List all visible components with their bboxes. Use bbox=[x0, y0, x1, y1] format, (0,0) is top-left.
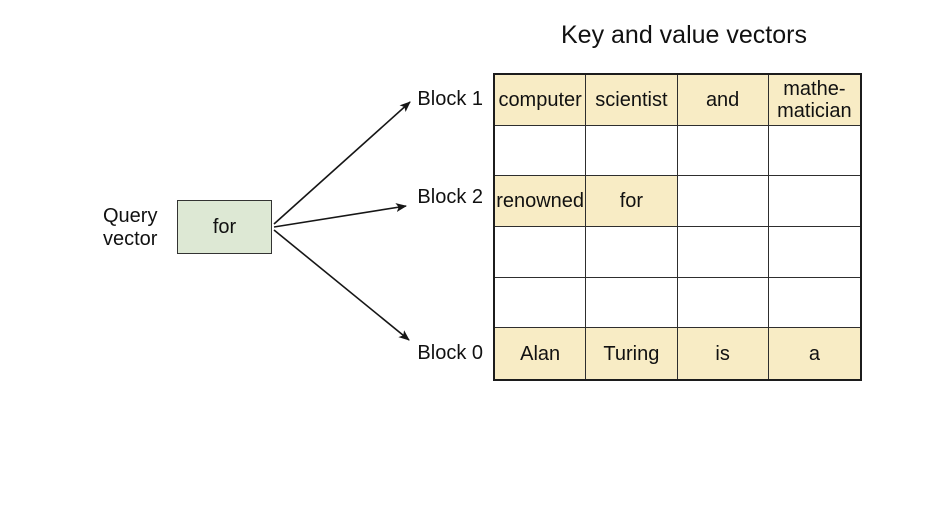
kv-cache-table: computer scientist and mathe- matician r… bbox=[493, 73, 862, 381]
table-cell: scientist bbox=[586, 75, 678, 126]
block-1-label: Block 1 bbox=[417, 88, 483, 110]
table-cell bbox=[768, 278, 860, 329]
query-vector-label: Query vector bbox=[103, 205, 158, 250]
table-cell bbox=[677, 176, 769, 227]
table-cell: and bbox=[677, 75, 769, 126]
table-cell bbox=[495, 125, 587, 177]
block-0-label: Block 0 bbox=[417, 342, 483, 364]
table-cell bbox=[768, 126, 860, 177]
table-cell: a bbox=[768, 328, 860, 379]
table-cell bbox=[586, 277, 678, 329]
table-cell bbox=[495, 277, 587, 329]
table-cell bbox=[586, 227, 678, 278]
table-cell bbox=[495, 227, 587, 278]
table-cell: mathe- matician bbox=[768, 75, 860, 126]
query-token-text: for bbox=[212, 215, 237, 238]
table-cell bbox=[677, 227, 769, 278]
table-cell bbox=[677, 277, 769, 329]
block-2-label: Block 2 bbox=[417, 186, 483, 208]
table-cell: for bbox=[586, 176, 678, 227]
table-cell: is bbox=[677, 328, 769, 379]
arrow-to-block-0 bbox=[273, 229, 410, 341]
diagram-title: Key and value vectors bbox=[561, 21, 807, 49]
query-vector-box: for bbox=[177, 200, 272, 254]
table-cell: computer bbox=[495, 75, 587, 126]
table-cell bbox=[768, 227, 860, 278]
table-cell bbox=[586, 125, 678, 177]
arrow-to-block-2 bbox=[273, 203, 407, 228]
table-cell bbox=[768, 176, 860, 227]
table-cell bbox=[677, 125, 769, 177]
table-cell: renowned bbox=[495, 176, 587, 227]
table-cell: Alan bbox=[495, 328, 587, 379]
table-cell: Turing bbox=[586, 328, 678, 379]
